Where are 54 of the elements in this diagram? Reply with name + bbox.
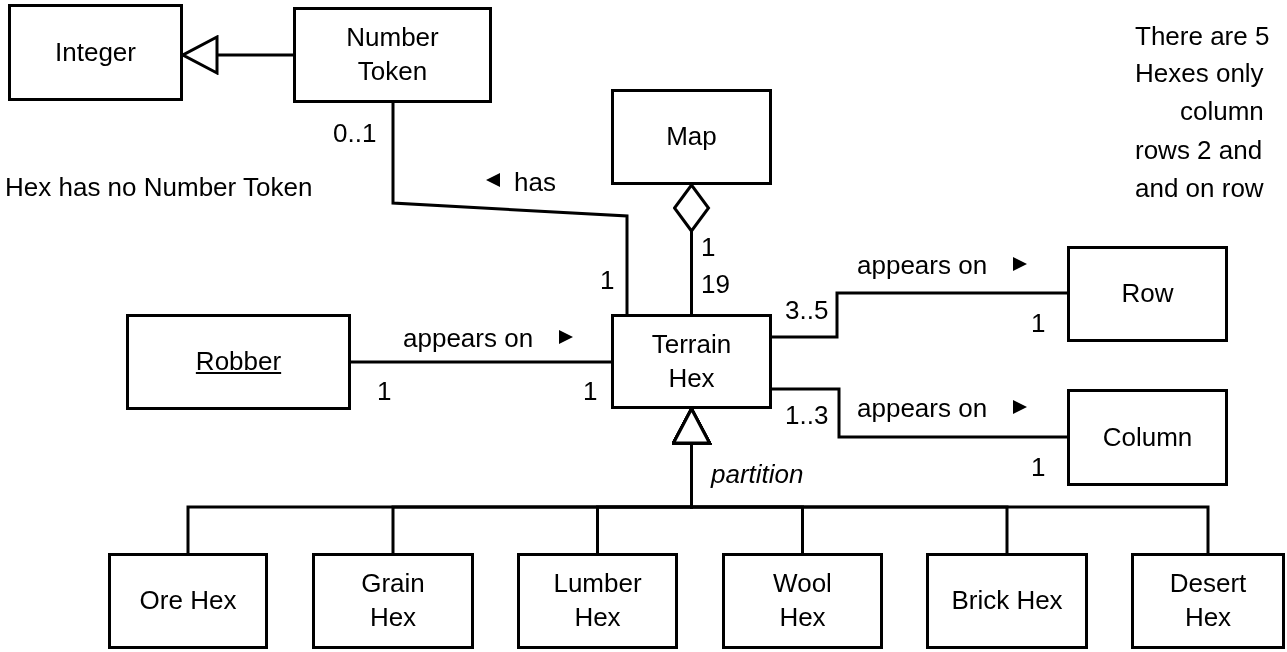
diagram-label: Hex has no Number Token <box>5 171 313 203</box>
diagram-label: Hexes only <box>1135 57 1264 89</box>
generalization-arrow <box>181 35 293 75</box>
class-box <box>1131 553 1285 649</box>
class-name: Number Token <box>345 21 440 88</box>
edge-label: appears on <box>403 322 534 354</box>
association-line <box>772 291 1067 339</box>
diagram-label: partition <box>711 458 804 490</box>
class-name: Map <box>666 120 717 154</box>
class-name: Ore Hex <box>139 584 237 618</box>
class-box <box>126 314 351 410</box>
diagram-label: and on row <box>1135 172 1264 204</box>
class-name: Robber <box>195 345 282 379</box>
association-line <box>772 387 1067 439</box>
diagram-label: 1 <box>600 264 615 296</box>
diagram-label: rows 2 and <box>1135 134 1263 166</box>
class-name: Wool Hex <box>772 567 833 634</box>
class-box <box>926 553 1088 649</box>
diagram-label: 1 <box>1031 451 1046 483</box>
class-box <box>8 4 183 101</box>
edge-label: appears on <box>857 249 988 281</box>
generalization-arrow <box>672 407 1210 553</box>
association-line <box>391 103 629 314</box>
class-name: Brick Hex <box>951 584 1063 618</box>
class-name: Lumber Hex <box>552 567 643 634</box>
class-box <box>108 553 268 649</box>
class-box <box>722 553 883 649</box>
class-box <box>312 553 474 649</box>
class-name: Integer <box>55 35 136 69</box>
class-name: Column <box>1102 420 1193 454</box>
class-box <box>293 7 492 103</box>
edge-label: appears on <box>857 392 988 424</box>
diagram-label: 1..3 <box>785 399 829 431</box>
class-box <box>611 314 772 409</box>
association-line <box>351 360 611 364</box>
diagram-label: 1 <box>701 231 716 263</box>
class-box <box>1067 389 1228 486</box>
class-name: Desert Hex <box>1168 567 1248 634</box>
diagram-label: 1 <box>583 375 598 407</box>
class-name: Row <box>1121 277 1174 311</box>
diagram-label: 0..1 <box>333 117 377 149</box>
diagram-label: 1 <box>377 375 392 407</box>
class-box <box>517 553 678 649</box>
class-name: Grain Hex <box>360 567 426 634</box>
diagram-label: There are 5 <box>1135 20 1270 52</box>
class-box <box>1067 246 1228 342</box>
diagram-label: 1 <box>1031 307 1046 339</box>
diagram-label: 19 <box>701 268 730 300</box>
aggregation-line <box>673 183 710 314</box>
diagram-label: column <box>1180 95 1264 127</box>
edge-label: has <box>514 166 556 198</box>
diagram-label: 3..5 <box>785 294 829 326</box>
class-box <box>611 89 772 185</box>
class-name: Terrain Hex <box>650 327 733 395</box>
